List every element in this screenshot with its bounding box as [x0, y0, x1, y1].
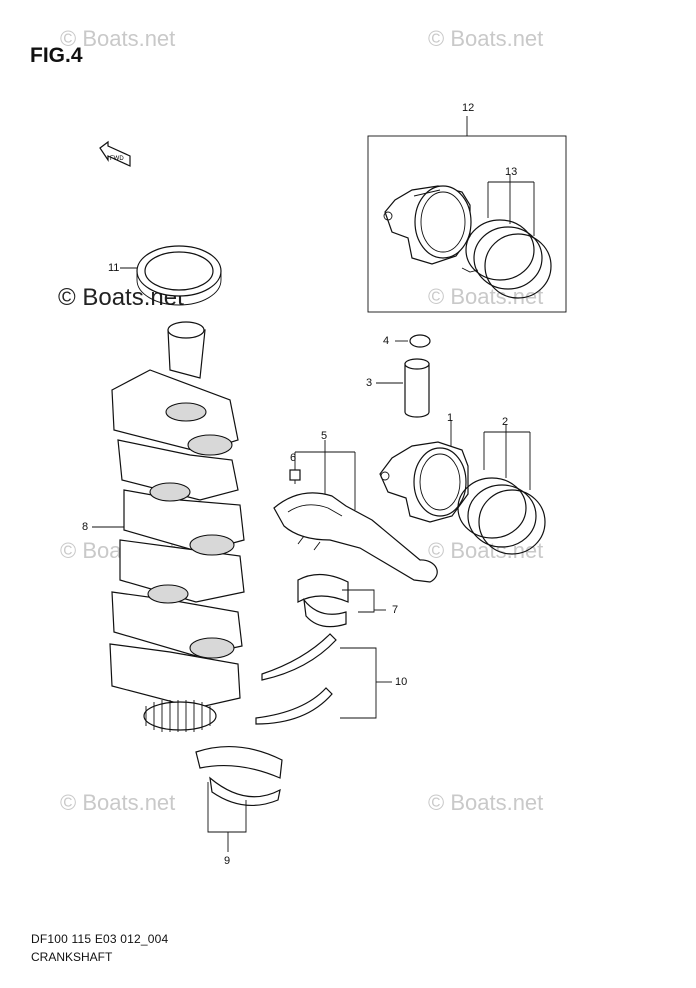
watermark: © Boats.net — [428, 284, 544, 309]
watermark: © Boats.net — [60, 790, 176, 815]
connecting-rod-5 — [273, 440, 438, 583]
watermark: © Boats.net — [60, 26, 176, 51]
front-direction-arrow-icon: FWD — [99, 140, 131, 167]
piston-assembly-12 — [383, 185, 472, 265]
piston-pin-3 — [376, 358, 430, 418]
callout-5: 5 — [321, 430, 328, 442]
bearing-7 — [297, 573, 386, 628]
piston-rings-2 — [457, 424, 546, 555]
fwd-label: FWD — [110, 156, 124, 162]
oil-seal-11 — [120, 245, 222, 306]
piston-set-box — [367, 116, 567, 313]
callout-8: 8 — [82, 521, 89, 533]
callout-12: 12 — [462, 102, 475, 114]
figure-title: FIG.4 — [30, 44, 83, 67]
callout-3: 3 — [366, 377, 373, 389]
watermark: © Boats.net — [428, 790, 544, 815]
circlip-4 — [395, 334, 431, 348]
main-bearing-9 — [195, 745, 283, 852]
callout-7: 7 — [392, 604, 399, 616]
callout-4: 4 — [383, 335, 390, 347]
piston-1 — [379, 420, 469, 523]
callout-6: 6 — [290, 452, 297, 464]
callout-1: 1 — [447, 412, 454, 424]
diagram-code: DF100 115 E03 012_004 — [31, 932, 169, 946]
watermark: © Boats.net — [428, 26, 544, 51]
callout-9: 9 — [224, 855, 231, 867]
crankshaft-8 — [92, 321, 245, 732]
callout-10: 10 — [395, 676, 408, 688]
diagram-caption: CRANKSHAFT — [31, 950, 113, 964]
piston-rings-13 — [461, 175, 552, 299]
callout-11: 11 — [108, 262, 120, 274]
callout-2: 2 — [502, 416, 509, 428]
thrust-washer-10 — [255, 633, 392, 725]
callout-13: 13 — [505, 166, 518, 178]
